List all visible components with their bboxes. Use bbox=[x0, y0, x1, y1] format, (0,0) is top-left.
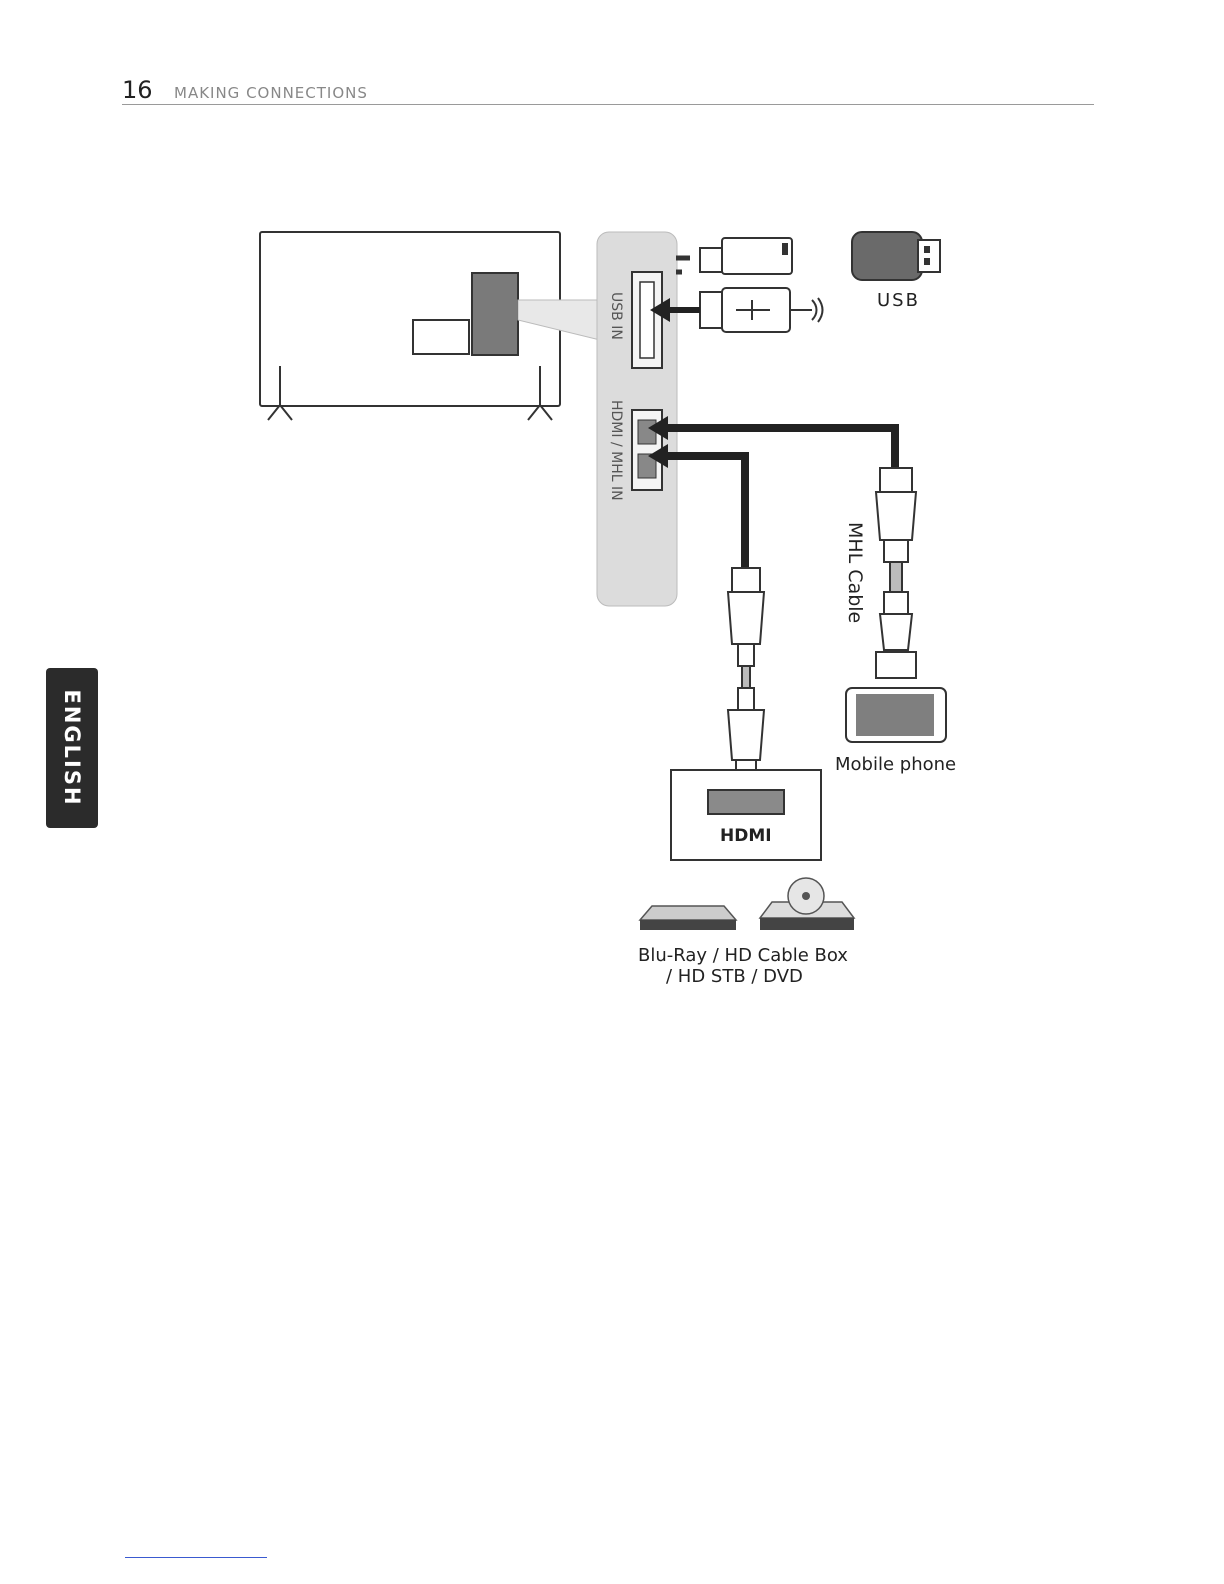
footer-rule bbox=[125, 1557, 267, 1558]
devices-label-line1: Blu-Ray / HD Cable Box bbox=[638, 945, 848, 966]
bluray-player-icon bbox=[640, 906, 736, 930]
mhl-cable-icon bbox=[876, 468, 916, 678]
devices-label-line2: / HD STB / DVD bbox=[666, 966, 803, 987]
usb-label: USB bbox=[877, 290, 920, 311]
mobile-phone-icon bbox=[846, 688, 946, 742]
dvd-player-icon bbox=[760, 878, 854, 930]
usb-flash-drive-icon bbox=[676, 238, 792, 274]
tv-rear-illustration bbox=[260, 232, 600, 420]
usb-memory-stick-icon bbox=[852, 232, 940, 280]
svg-text:HDMI / MHL IN: HDMI / MHL IN bbox=[608, 400, 624, 501]
hdmi-device-cable-icon bbox=[728, 568, 764, 780]
hdmi-label: HDMI bbox=[720, 826, 772, 846]
hdmi-port-box bbox=[671, 770, 821, 860]
mhl-cable-label: MHL Cable bbox=[844, 522, 866, 623]
svg-text:USB IN: USB IN bbox=[608, 292, 624, 340]
mobile-phone-label: Mobile phone bbox=[835, 754, 956, 775]
